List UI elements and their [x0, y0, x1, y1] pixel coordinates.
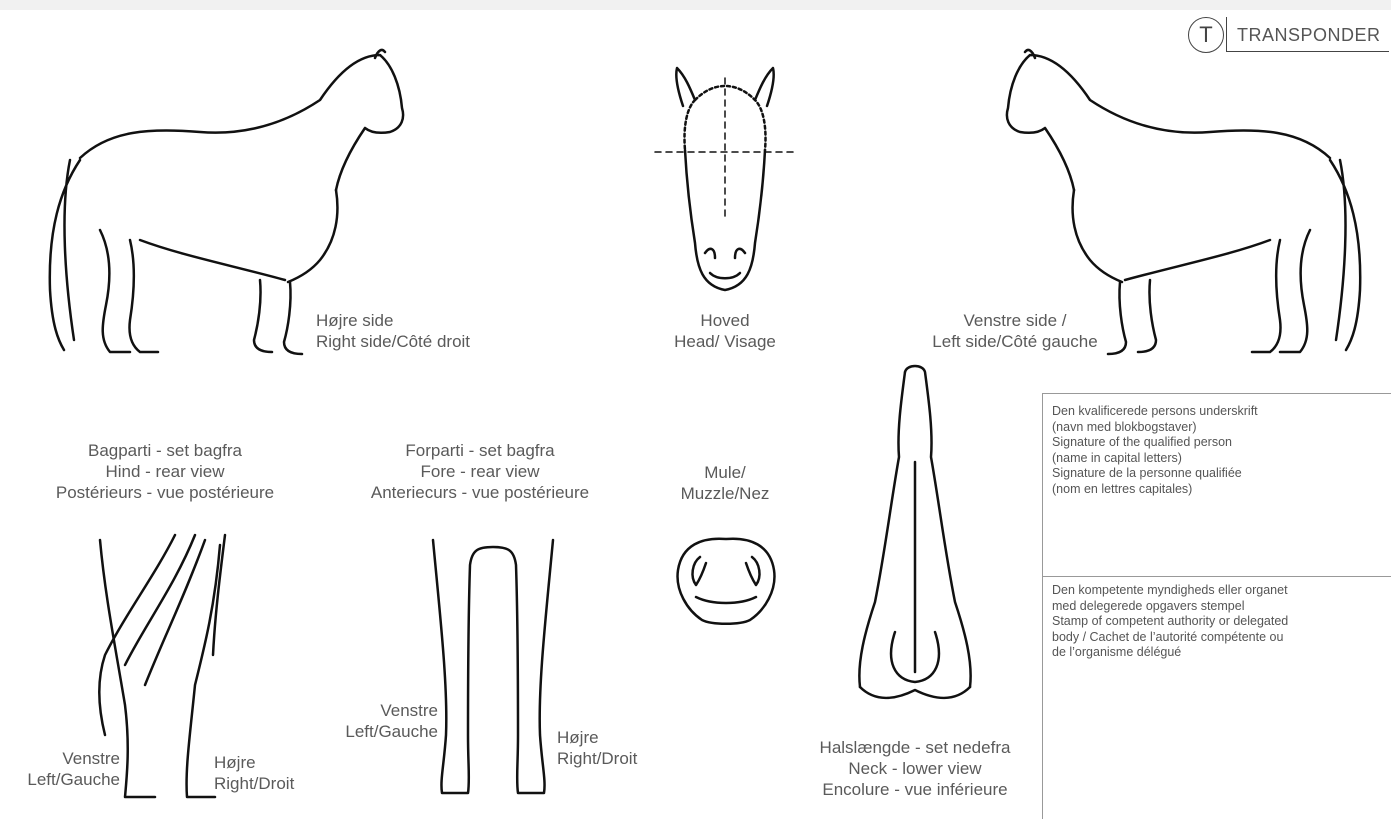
muzzle-label: Mule/ Muzzle/Nez [660, 462, 790, 504]
muzzle-label-line1: Mule/ [660, 462, 790, 483]
fore-rear-view-drawing [428, 535, 558, 797]
neck-label-line2: Neck - lower view [795, 758, 1035, 779]
signature-line: (navn med blokbogstaver) [1052, 420, 1258, 436]
stamp-line: de l’organisme délégué [1052, 645, 1288, 661]
hind-right-label: Højre Right/Droit [214, 752, 294, 794]
left-side-label-line2: Left side/Côté gauche [915, 331, 1115, 352]
stamp-line: Den kompetente myndigheds eller organet [1052, 583, 1288, 599]
signature-line: Signature of the qualified person [1052, 435, 1258, 451]
left-side-label: Venstre side / Left side/Côté gauche [915, 310, 1115, 352]
stamp-line: med delegerede opgavers stempel [1052, 599, 1288, 615]
fore-label-line1: Forparti - set bagfra [340, 440, 620, 461]
stamp-instructions: Den kompetente myndigheds eller organet … [1052, 583, 1288, 661]
right-side-label: Højre side Right side/Côté droit [316, 310, 470, 352]
signature-line: Signature de la personne qualifiée [1052, 466, 1258, 482]
fore-left-label-line1: Venstre [318, 700, 438, 721]
signature-line: (name in capital letters) [1052, 451, 1258, 467]
stamp-line: Stamp of competent authority or delegate… [1052, 614, 1288, 630]
top-band [0, 0, 1391, 10]
fore-right-label: Højre Right/Droit [557, 727, 637, 769]
fore-label: Forparti - set bagfra Fore - rear view A… [340, 440, 620, 503]
fore-right-label-line1: Højre [557, 727, 637, 748]
fore-right-label-line2: Right/Droit [557, 748, 637, 769]
hind-right-label-line2: Right/Droit [214, 773, 294, 794]
neck-label-line1: Halslængde - set nedefra [795, 737, 1035, 758]
signature-line: Den kvalificerede persons underskrift [1052, 404, 1258, 420]
neck-label: Halslængde - set nedefra Neck - lower vi… [795, 737, 1035, 800]
head-label: Hoved Head/ Visage [640, 310, 810, 352]
stamp-line: body / Cachet de l’autorité compétente o… [1052, 630, 1288, 646]
signature-instructions: Den kvalificerede persons underskrift (n… [1052, 404, 1258, 497]
hind-left-label-line1: Venstre [2, 748, 120, 769]
head-label-line2: Head/ Visage [640, 331, 810, 352]
fore-label-line3: Anteriecurs - vue postérieure [340, 482, 620, 503]
hind-left-label-line2: Left/Gauche [2, 769, 120, 790]
hind-label-line3: Postérieurs - vue postérieure [25, 482, 305, 503]
neck-lower-view-drawing [855, 362, 975, 732]
horse-head-front-drawing [655, 68, 795, 300]
fore-left-label-line2: Left/Gauche [318, 721, 438, 742]
muzzle-label-line2: Muzzle/Nez [660, 483, 790, 504]
hind-label-line2: Hind - rear view [25, 461, 305, 482]
muzzle-drawing [672, 535, 780, 627]
signature-stamp-divider [1042, 576, 1391, 577]
fore-label-line2: Fore - rear view [340, 461, 620, 482]
hind-left-label: Venstre Left/Gauche [2, 748, 120, 790]
neck-label-line3: Encolure - vue inférieure [795, 779, 1035, 800]
hind-right-label-line1: Højre [214, 752, 294, 773]
right-side-label-line2: Right side/Côté droit [316, 331, 470, 352]
hind-label-line1: Bagparti - set bagfra [25, 440, 305, 461]
head-label-line1: Hoved [640, 310, 810, 331]
hind-label: Bagparti - set bagfra Hind - rear view P… [25, 440, 305, 503]
right-side-label-line1: Højre side [316, 310, 470, 331]
fore-left-label: Venstre Left/Gauche [318, 700, 438, 742]
left-side-label-line1: Venstre side / [915, 310, 1115, 331]
signature-line: (nom en lettres capitales) [1052, 482, 1258, 498]
